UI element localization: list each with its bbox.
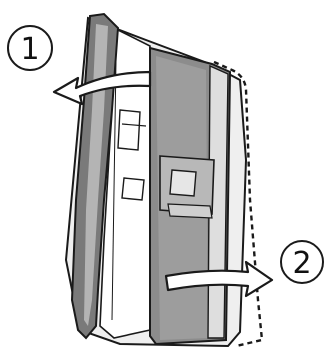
interior-roller-slot — [118, 110, 140, 150]
latch-knob — [170, 170, 196, 196]
latch-lever — [168, 204, 212, 218]
interior-clip — [122, 178, 144, 200]
step-2-label: 2 — [292, 246, 311, 281]
step-number-2-icon: 2 — [281, 241, 323, 283]
step-1-label: 1 — [20, 32, 39, 67]
step-number-1-icon: 1 — [8, 26, 52, 70]
